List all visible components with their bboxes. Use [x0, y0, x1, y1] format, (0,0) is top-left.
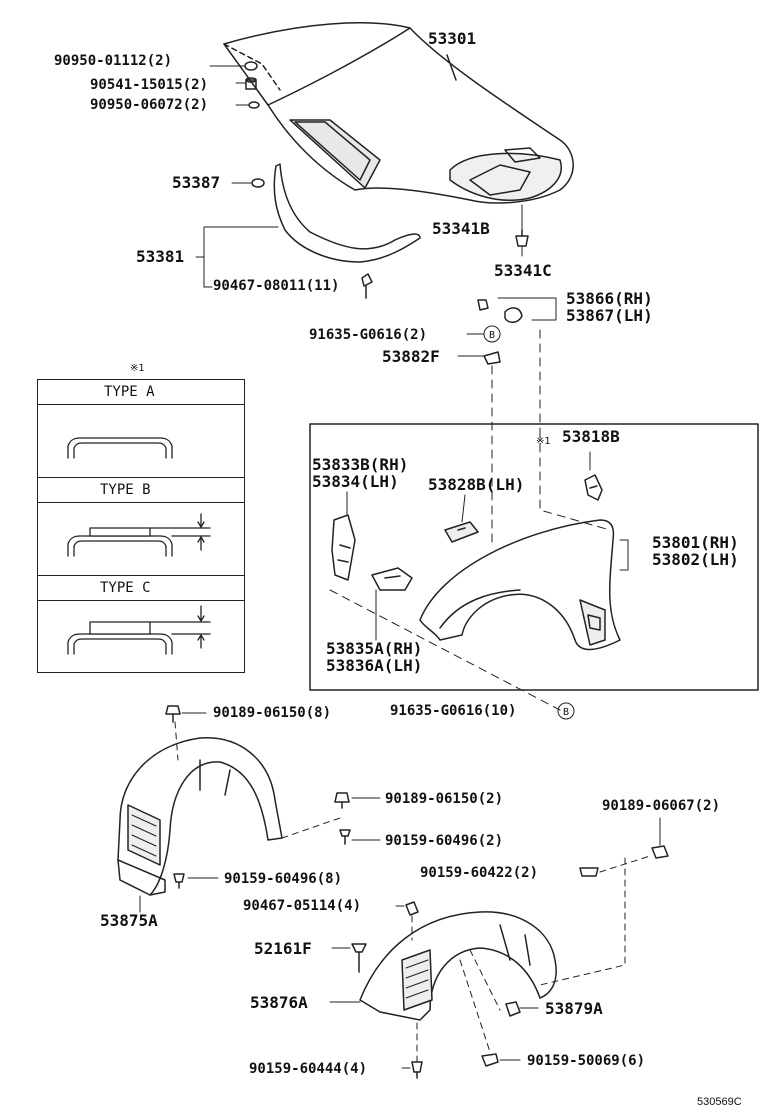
label-53301[interactable]: 53301 — [428, 29, 477, 48]
label-53801[interactable]: 53801(RH) — [652, 533, 739, 552]
bumper-53341C[interactable] — [515, 229, 529, 247]
bracket-53833B[interactable] — [331, 514, 356, 581]
label-53836A[interactable]: 53836A(LH) — [326, 656, 423, 675]
clip-90189-06150-front[interactable] — [165, 705, 181, 723]
label-90159-50069[interactable]: 90159-50069(6) — [527, 1053, 646, 1069]
support-53866[interactable] — [477, 299, 523, 323]
type-a-shape — [67, 437, 173, 459]
type-b-shape — [67, 513, 211, 557]
bracket-53818B[interactable] — [584, 474, 603, 501]
label-53866[interactable]: 53866(RH) — [566, 289, 653, 308]
label-91635-g0616-10[interactable]: 91635-G0616(10) — [390, 703, 517, 719]
label-90467-05114[interactable]: 90467-05114(4) — [243, 898, 362, 914]
clip-90189-06150-side[interactable] — [334, 792, 350, 809]
screw-90159-60496-bottom[interactable] — [173, 873, 185, 889]
type-b-label: TYPE B — [100, 482, 151, 498]
bolt-53882F[interactable] — [483, 351, 501, 365]
screw-90159-60496-side[interactable] — [339, 829, 351, 845]
label-53835A[interactable]: 53835A(RH) — [326, 639, 423, 658]
label-53879A[interactable]: 53879A — [545, 999, 603, 1018]
label-53828B[interactable]: 53828B(LH) — [428, 475, 525, 494]
label-90467-08011[interactable]: 90467-08011(11) — [213, 278, 340, 294]
label-53818B[interactable]: 53818B — [562, 427, 620, 446]
label-53341C[interactable]: 53341C — [494, 261, 552, 280]
fender-note-symbol: ※1 — [536, 436, 551, 447]
bracket-53828B[interactable] — [444, 521, 479, 543]
label-90189-06150-2[interactable]: 90189-06150(2) — [385, 791, 504, 807]
label-53875A[interactable]: 53875A — [100, 911, 158, 930]
type-b-header — [37, 477, 245, 503]
label-53867[interactable]: 53867(LH) — [566, 306, 653, 325]
inset-note-symbol: ※1 — [130, 363, 145, 374]
bracket-53835A[interactable] — [371, 567, 413, 591]
fender-53801[interactable] — [419, 519, 621, 651]
clip-91635-g0616-bottom[interactable] — [557, 702, 575, 720]
label-53833B[interactable]: 53833B(RH) — [312, 455, 409, 474]
fender-liner-53875A[interactable] — [117, 737, 283, 896]
label-52161F[interactable]: 52161F — [254, 939, 312, 958]
type-c-header — [37, 575, 245, 601]
cushion-90950-06072[interactable] — [248, 101, 260, 109]
label-53802[interactable]: 53802(LH) — [652, 550, 739, 569]
type-a-header — [37, 379, 245, 405]
label-90159-60444[interactable]: 90159-60444(4) — [249, 1061, 368, 1077]
screw-90159-50069[interactable] — [481, 1053, 499, 1067]
nut-53879A[interactable] — [505, 1001, 521, 1017]
label-90950-01112[interactable]: 90950-01112(2) — [54, 53, 173, 69]
seal-53381[interactable] — [273, 163, 421, 263]
cushion-53387[interactable] — [251, 178, 265, 188]
leader-53301 — [446, 54, 457, 81]
screw-90159-60422[interactable] — [579, 867, 599, 877]
clip-90467-08011[interactable] — [361, 273, 373, 299]
reference-code: 530569C — [697, 1096, 742, 1108]
type-c-shape — [67, 605, 211, 655]
clip-90189-06067[interactable] — [651, 845, 669, 859]
label-53876A[interactable]: 53876A — [250, 993, 308, 1012]
type-a-label: TYPE A — [104, 384, 155, 400]
circle-b-top: B — [489, 330, 496, 341]
label-90189-06150-8[interactable]: 90189-06150(8) — [213, 705, 332, 721]
label-53381[interactable]: 53381 — [136, 247, 185, 266]
label-90159-60496-8[interactable]: 90159-60496(8) — [224, 871, 343, 887]
label-90159-60496-2[interactable]: 90159-60496(2) — [385, 833, 504, 849]
label-91635-g0616-2[interactable]: 91635-G0616(2) — [309, 327, 428, 343]
clip-52161F[interactable] — [351, 943, 367, 973]
label-53882F[interactable]: 53882F — [382, 347, 440, 366]
circle-b-bottom: B — [563, 707, 570, 718]
label-53834[interactable]: 53834(LH) — [312, 472, 399, 491]
label-53341B[interactable]: 53341B — [432, 219, 490, 238]
fender-group-box — [309, 423, 759, 691]
label-90950-06072[interactable]: 90950-06072(2) — [90, 97, 209, 113]
type-legend-box — [37, 379, 245, 673]
label-90541-15015[interactable]: 90541-15015(2) — [90, 77, 209, 93]
fender-liner-53876A[interactable] — [359, 911, 557, 1021]
nut-90541-15015[interactable] — [245, 77, 257, 90]
label-90189-06067[interactable]: 90189-06067(2) — [602, 798, 721, 814]
hood-53301[interactable] — [223, 22, 574, 204]
type-c-label: TYPE C — [100, 580, 151, 596]
label-90159-60422[interactable]: 90159-60422(2) — [420, 865, 539, 881]
screw-90159-60444[interactable] — [411, 1061, 423, 1079]
label-53387[interactable]: 53387 — [172, 173, 221, 192]
cushion-90950-01112[interactable] — [244, 61, 258, 71]
clip-90467-05114[interactable] — [405, 901, 419, 916]
